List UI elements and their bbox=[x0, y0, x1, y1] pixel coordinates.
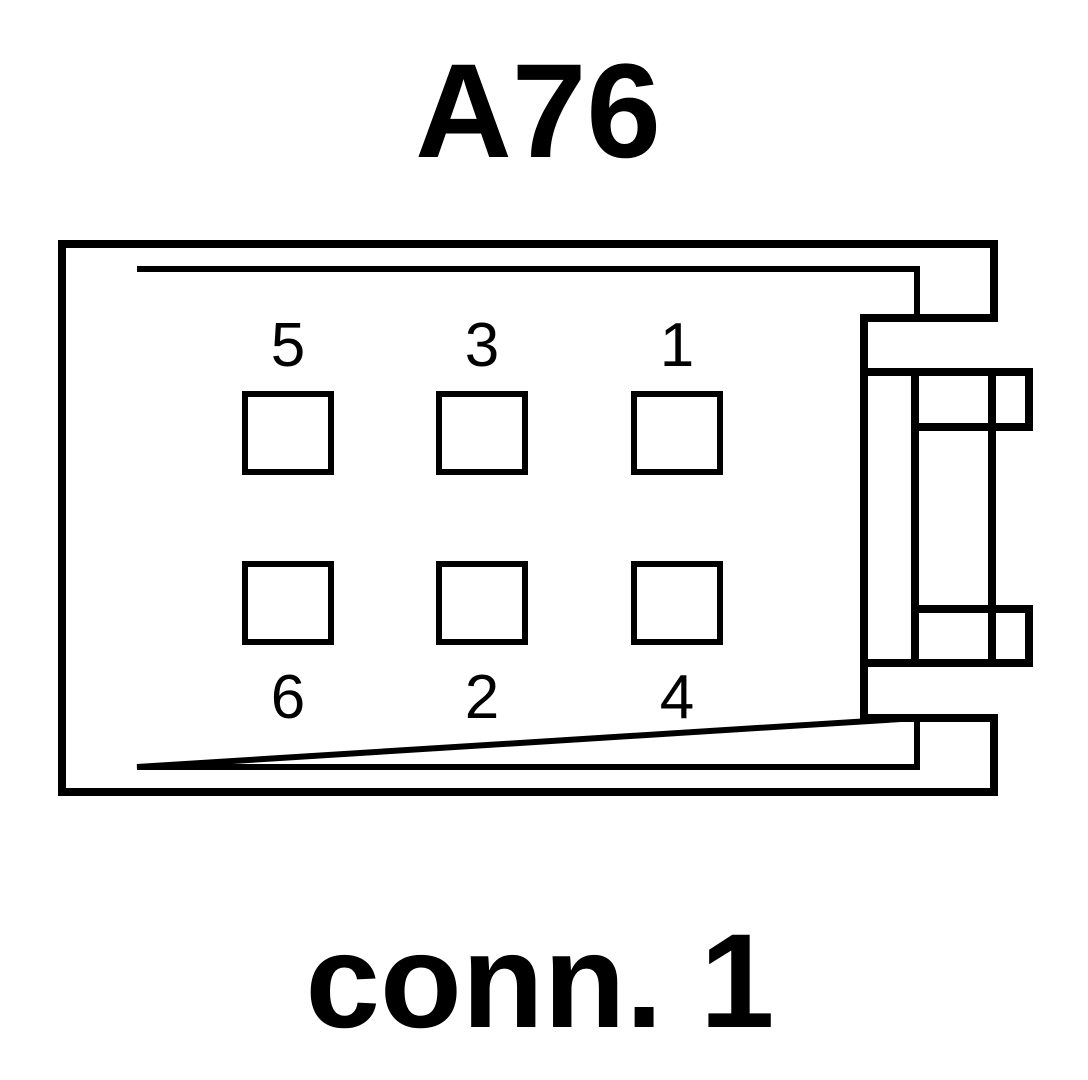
connector-housing-inner bbox=[136, 266, 920, 770]
connector-caption: conn. 1 bbox=[305, 907, 774, 1056]
pin-cavity-6 bbox=[242, 561, 334, 645]
pin-cavity-1 bbox=[631, 391, 723, 475]
pin-label-5: 5 bbox=[271, 311, 305, 380]
pin-cavity-5 bbox=[242, 391, 334, 475]
pin-label-4: 4 bbox=[660, 663, 694, 732]
pin-cavity-2 bbox=[436, 561, 528, 645]
connector-latch bbox=[864, 368, 1033, 667]
pin-cavity-4 bbox=[631, 561, 723, 645]
connector-housing-outer bbox=[58, 240, 998, 796]
connector-id-title: A76 bbox=[415, 37, 661, 186]
pin-cavity-3 bbox=[436, 391, 528, 475]
pin-labels: 5 3 1 6 2 4 bbox=[271, 311, 694, 732]
pin-label-6: 6 bbox=[271, 663, 305, 732]
pin-label-2: 2 bbox=[465, 663, 499, 732]
pin-label-1: 1 bbox=[660, 311, 694, 380]
pin-cavities bbox=[242, 391, 723, 645]
pin-label-3: 3 bbox=[465, 311, 499, 380]
